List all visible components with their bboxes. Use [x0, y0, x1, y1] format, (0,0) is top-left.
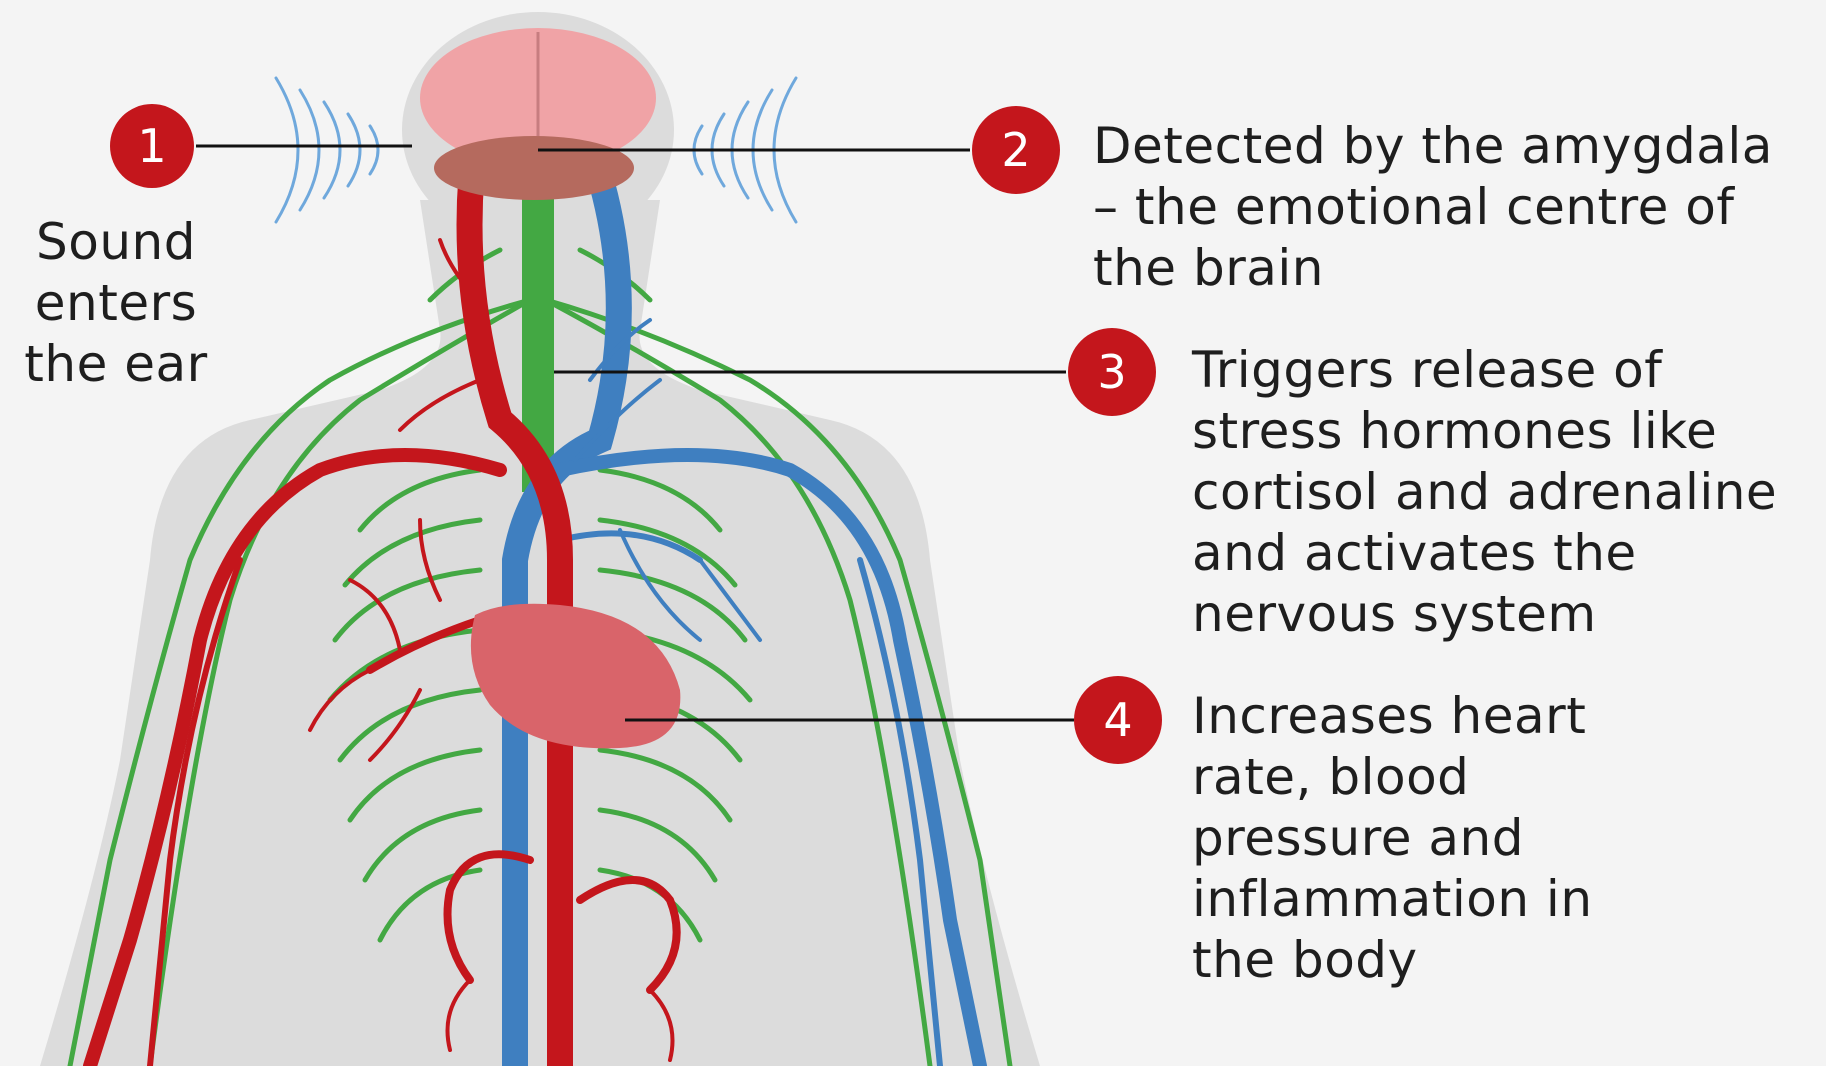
step-4-line: the body [1192, 930, 1593, 991]
step-2-caption: Detected by the amygdala – the emotional… [1093, 116, 1773, 299]
svg-text:2: 2 [1001, 123, 1030, 177]
step-3-line: Triggers release of [1192, 340, 1777, 401]
step-badge-4: 4 [1074, 676, 1162, 764]
step-3-caption: Triggers release of stress hormones like… [1192, 340, 1777, 645]
step-3-line: and activates the [1192, 523, 1777, 584]
step-4-caption: Increases heart rate, blood pressure and… [1192, 686, 1593, 991]
step-3-line: stress hormones like [1192, 401, 1777, 462]
step-2-line: the brain [1093, 238, 1773, 299]
amygdala [434, 136, 634, 200]
brain-icon [420, 28, 656, 200]
step-3-line: nervous system [1192, 584, 1777, 645]
step-4-line: inflammation in [1192, 869, 1593, 930]
step-badge-2: 2 [972, 106, 1060, 194]
step-4-line: pressure and [1192, 808, 1593, 869]
step-3-line: cortisol and adrenaline [1192, 462, 1777, 523]
step-4-line: Increases heart [1192, 686, 1593, 747]
svg-text:1: 1 [137, 119, 166, 173]
step-1-caption: Sound enters the ear [16, 212, 216, 395]
step-badge-3: 3 [1068, 328, 1156, 416]
step-1-line: Sound [16, 212, 216, 273]
step-2-line: Detected by the amygdala [1093, 116, 1773, 177]
step-1-line: the ear [16, 334, 216, 395]
svg-text:4: 4 [1103, 693, 1132, 747]
step-4-line: rate, blood [1192, 747, 1593, 808]
step-1-line: enters [16, 273, 216, 334]
step-badge-1: 1 [110, 104, 194, 188]
step-2-line: – the emotional centre of [1093, 177, 1773, 238]
svg-text:3: 3 [1097, 345, 1126, 399]
